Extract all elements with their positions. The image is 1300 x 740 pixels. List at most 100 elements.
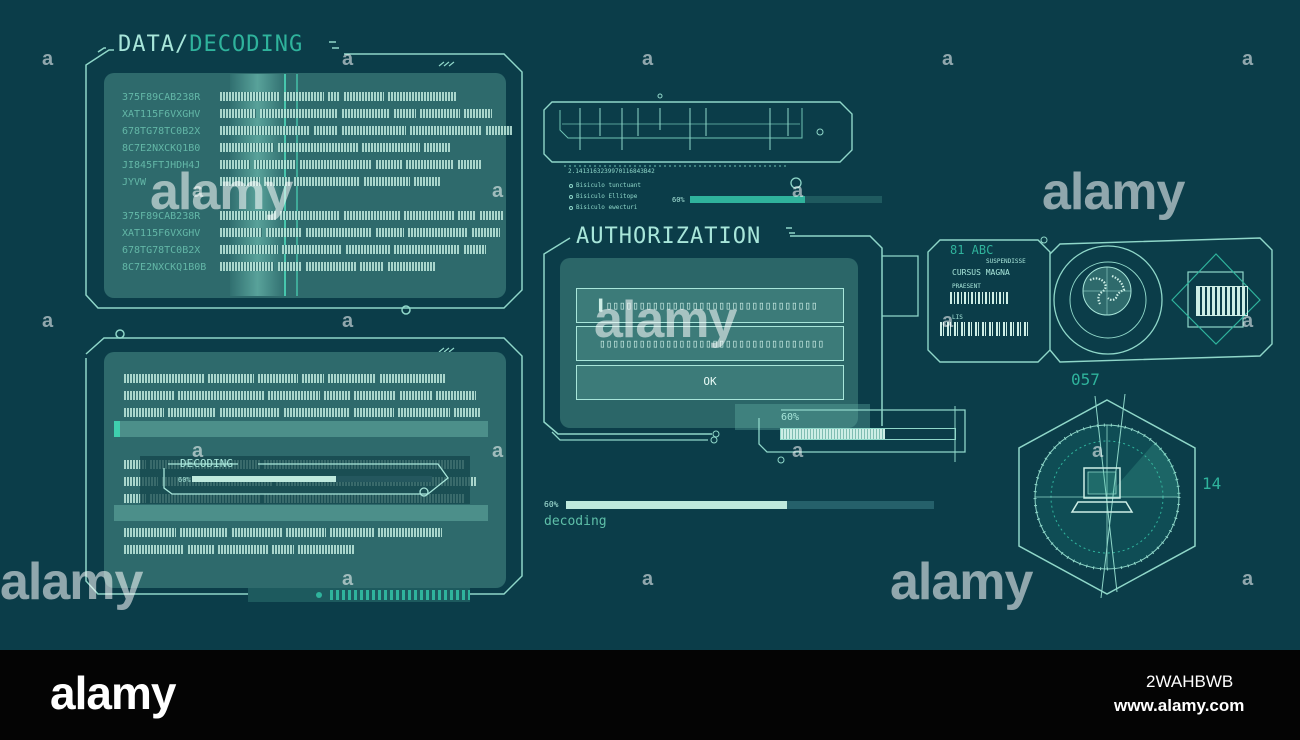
watermark-a: a	[642, 48, 654, 70]
code-line: 8C7E2NXCKQ1B0	[122, 143, 201, 154]
text-row	[124, 545, 354, 554]
id-name: CURSUS MAGNA	[952, 268, 1010, 277]
hud-canvas: DATA/DECODING 375F89CAB238R XAT115F6VXGH…	[0, 32, 1273, 611]
radar-side-number: 14	[1202, 474, 1222, 493]
encoded-row	[220, 109, 492, 118]
watermark-a: a	[942, 48, 954, 70]
watermark-a: a	[1242, 568, 1254, 590]
text-row	[124, 391, 476, 400]
encoded-row	[220, 262, 436, 271]
watermark-a: a	[1242, 310, 1254, 332]
authorization-frame	[543, 227, 919, 438]
watermark-a: a	[1092, 440, 1104, 462]
code-line: XAT115F6VXGHV	[122, 228, 201, 239]
option-radio[interactable]	[569, 206, 573, 210]
decoding-progress	[566, 501, 934, 509]
data-title-prefix: DATA/	[118, 32, 190, 57]
watermark-a: a	[342, 568, 354, 590]
chip-icon	[1196, 286, 1248, 316]
scanner-option[interactable]: Bisiculo Ellitope	[576, 193, 638, 200]
decode-panel-frame	[85, 329, 523, 595]
decoding-popup-frame	[163, 463, 449, 497]
encoded-row	[220, 228, 500, 237]
watermark-a: a	[42, 310, 54, 332]
watermark-a: a	[342, 48, 354, 70]
password-field[interactable]: ▯▯▯▯▯▯▯▯▯▯▯▯▯▯▯▯▯▯▯▯▯▯▯▯▯▯▯▯▯▯▯▯▯▯	[576, 326, 844, 361]
mini-progress-fill	[781, 429, 886, 439]
encoded-row	[220, 143, 450, 152]
radar-top-number: 057	[1071, 370, 1100, 389]
watermark-logo: alamy	[0, 553, 143, 611]
highlight-marker	[114, 421, 120, 437]
encoded-row	[220, 126, 512, 135]
tick-dot	[316, 592, 322, 598]
watermark-logo: alamy	[890, 553, 1033, 611]
footer-logo: alamy	[50, 667, 176, 719]
scanner-progress-fill	[690, 196, 806, 203]
scanner-id: 2.1413163239970116843B42	[568, 168, 655, 175]
globe-icon	[1072, 266, 1142, 316]
id-field-label: PRAESENT	[952, 283, 981, 290]
ok-button[interactable]: OK	[576, 365, 844, 400]
watermark-a: a	[192, 440, 204, 462]
code-line: 375F89CAB238R	[122, 92, 201, 103]
code-line: 375F89CAB238R	[122, 211, 201, 222]
login-field[interactable]: ▌▯▯▯▯▯▯▯▯▯▯▯▯▯▯▯▯▯▯▯▯▯▯▯▯▯▯▯▯▯▯▯▯	[576, 288, 844, 323]
watermark-a: a	[942, 310, 954, 332]
data-panel-title: DATA/DECODING	[118, 32, 303, 57]
id-code: 81 ABC	[950, 243, 994, 257]
watermark-a: a	[42, 48, 54, 70]
scanner-option[interactable]: Bisiculo ewecturi	[576, 204, 638, 211]
watermark-logo: alamy	[150, 163, 293, 221]
watermark-logo: alamy	[594, 291, 737, 349]
code-line: 8C7E2NXCKQ1B0B	[122, 262, 207, 273]
laptop-icon	[1070, 462, 1136, 520]
authorization-title: AUTHORIZATION	[576, 224, 762, 249]
footer-url[interactable]: www.alamy.com	[1114, 696, 1245, 715]
radar-widget	[1018, 393, 1196, 599]
stock-footer: alamy 2WAHBWB www.alamy.com	[0, 650, 1300, 740]
code-line: 678TG78TC0B2X	[122, 126, 201, 137]
scanner-progress-label: 60%	[672, 196, 685, 204]
scanner-frame	[543, 93, 853, 189]
data-title-accent: DECODING	[189, 32, 304, 57]
decoding-popup-progress-fill	[192, 476, 336, 482]
highlight-strip	[114, 421, 488, 437]
text-row	[124, 528, 442, 537]
decoding-percent: 60%	[544, 500, 559, 509]
watermark-a: a	[792, 180, 804, 202]
code-line: 678TG78TC0B2X	[122, 245, 201, 256]
decoding-progress-fill	[566, 501, 787, 509]
highlight-strip	[114, 505, 488, 521]
option-radio[interactable]	[569, 195, 573, 199]
decoding-popup-label: DECODING	[180, 457, 233, 470]
decoding-popup-percent: 60%	[178, 476, 191, 484]
encoded-row	[220, 177, 440, 186]
auth-connector	[551, 431, 718, 444]
tick-marks	[330, 590, 470, 600]
decoding-popup-progress	[192, 476, 432, 482]
id-sub: SUSPENDISSE	[986, 258, 1026, 265]
encoded-row	[220, 211, 504, 220]
mini-progress-backdrop	[735, 404, 870, 430]
barcode	[950, 292, 1010, 304]
data-panel-frame	[85, 41, 523, 315]
mini-progress-label: 60%	[781, 412, 800, 423]
mini-progress	[780, 428, 956, 440]
encoded-row	[220, 160, 482, 169]
watermark-a: a	[642, 568, 654, 590]
text-row	[124, 374, 446, 383]
option-radio[interactable]	[569, 184, 573, 188]
footer-image-id: 2WAHBWB	[1146, 672, 1234, 691]
decoding-label: decoding	[544, 514, 607, 529]
code-line: JI845FTJHDH4J	[122, 160, 201, 171]
watermark-a: a	[342, 310, 354, 332]
scanner-progress	[690, 196, 882, 203]
watermark-a: a	[492, 440, 504, 462]
id-field-label-2: LIS	[952, 314, 963, 321]
text-row	[124, 408, 480, 417]
scanner-option[interactable]: Bisiculo tunctuant	[576, 182, 642, 189]
code-line: XAT115F6VXGHV	[122, 109, 201, 120]
watermark-a: a	[492, 180, 504, 202]
watermark-logo: alamy	[1042, 163, 1185, 221]
